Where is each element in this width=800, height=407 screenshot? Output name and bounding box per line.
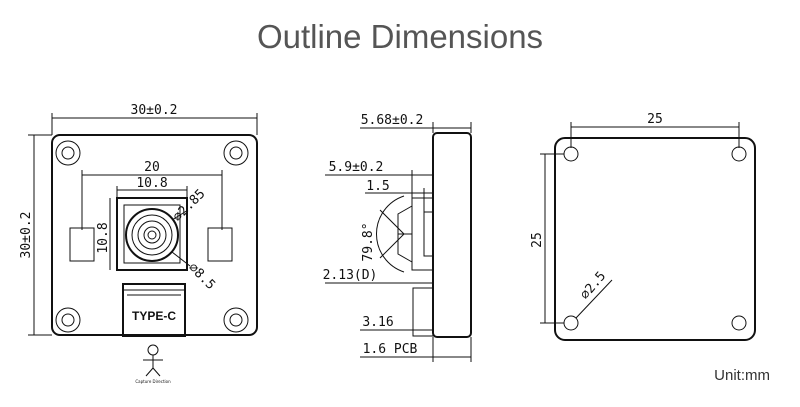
front-inner-width-dim: 20 (144, 160, 160, 175)
back-mounting-hole-br (731, 315, 747, 331)
thickness-dim: 5.68±0.2 (361, 113, 424, 128)
front-pad-left (69, 227, 95, 262)
logo-caption: Capture Direction (135, 379, 171, 384)
back-view: 25 25 ∅2.5 (530, 112, 756, 341)
back-mounting-hole-tl (563, 146, 579, 162)
lens-height-dim-side: 5.9±0.2 (329, 160, 384, 175)
diagram-title: Outline Dimensions (256, 18, 544, 55)
lens-diameter-dim: ∅8.5 (185, 260, 218, 293)
lens-height-dim: 10.8 (96, 222, 111, 253)
lens-width-dim: 10.8 (136, 176, 167, 191)
capture-direction-logo-icon (143, 344, 163, 377)
hole-diameter-dim: ∅2.85 (170, 187, 208, 225)
connector-height-dim: 3.16 (362, 315, 393, 330)
back-mounting-hole-tr (731, 146, 747, 162)
pcb-thickness-dim: 1.6 PCB (363, 342, 418, 357)
back-mounting-hole-bl (563, 315, 579, 331)
front-mounting-hole-tl (55, 140, 81, 166)
side-view: 79.8° 5.68±0.2 5.9±0.2 1.5 2.13(D) 3.16 … (323, 113, 472, 362)
unit-label: Unit:mm (714, 367, 770, 384)
back-hole-diameter-dim: ∅2.5 (578, 269, 610, 303)
front-height-dim: 30±0.2 (19, 212, 34, 259)
front-width-dim: 30±0.2 (131, 103, 178, 118)
fov-arc (375, 195, 405, 273)
front-view: TYPE-C 30±0.2 30±0.2 20 10.8 10.8 ∅2.85 … (19, 103, 258, 384)
gap-dim: 1.5 (366, 179, 389, 194)
front-mounting-hole-br (223, 307, 249, 333)
side-lens-body (397, 197, 434, 271)
side-connector (412, 287, 434, 337)
connector-label: TYPE-C (132, 309, 176, 323)
side-board-outline (432, 132, 472, 338)
back-board-outline (554, 137, 756, 341)
front-mounting-hole-bl (55, 307, 81, 333)
front-mounting-hole-tr (223, 140, 249, 166)
fov-angle: 79.8° (361, 222, 376, 261)
front-pad-right (207, 227, 233, 262)
back-height-dim: 25 (530, 232, 545, 248)
lens-module (116, 197, 188, 271)
back-width-dim: 25 (647, 112, 663, 127)
type-c-connector (122, 283, 186, 337)
lens-depth-dim: 2.13(D) (323, 268, 378, 283)
